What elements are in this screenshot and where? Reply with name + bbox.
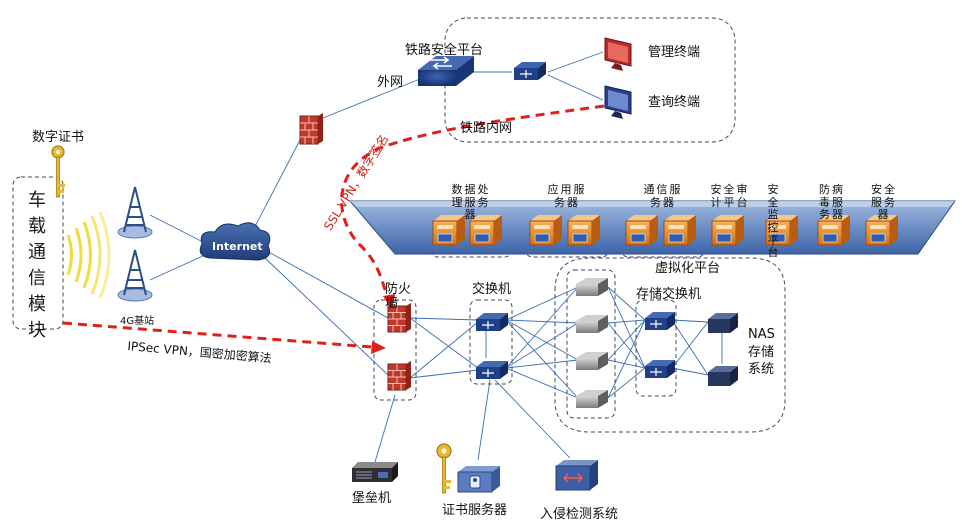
bastion-icon (352, 462, 398, 482)
switch-icon (645, 312, 675, 330)
signal-waves-icon (66, 211, 111, 299)
server-icon (711, 215, 744, 246)
internet-label: Internet (212, 240, 263, 253)
server-icon (625, 215, 658, 246)
storage-switch-label: 存储交换机 (636, 287, 702, 302)
server-icon (432, 215, 465, 246)
server-group-label: 安全监控平台 (767, 183, 781, 260)
ipsec-arrowhead (371, 341, 386, 354)
tower-icon (117, 186, 153, 239)
server-icon (865, 215, 898, 246)
firewall-icon (299, 113, 323, 145)
router-icon (418, 56, 474, 86)
server-icon (817, 215, 850, 246)
monitor-icon (604, 37, 632, 71)
railway-platform-label: 铁路安全平台 (405, 43, 484, 58)
inner-net-label: 铁路内网 (460, 121, 513, 136)
storage-icon (708, 313, 738, 333)
server-icon (567, 215, 600, 246)
connection-lines (149, 51, 723, 463)
base-station-label: 4G基站 (120, 316, 155, 327)
switch-icon (476, 313, 508, 331)
ids-label: 入侵检测系统 (540, 507, 619, 522)
switch-icon (476, 361, 508, 379)
banner-servers (432, 215, 898, 246)
cert-server-label: 证书服务器 (442, 503, 508, 518)
query-terminal-label: 查询终端 (648, 95, 701, 110)
secure-channel-paths (62, 104, 605, 349)
firewall-icon (387, 361, 411, 391)
bastion-label: 堡垒机 (352, 491, 392, 506)
tower-icon (117, 249, 153, 302)
server-group-label: 安全审计平台 (710, 183, 750, 209)
server-icon (469, 215, 502, 246)
server-icon (576, 278, 608, 296)
server-icon (457, 466, 500, 493)
monitor-icon (604, 85, 632, 119)
nas-label: NAS存储系统 (748, 327, 775, 378)
key-icon (51, 145, 65, 198)
mgmt-terminal-label: 管理终端 (648, 45, 701, 60)
firewall-label: 防火墙 (385, 282, 412, 312)
firewall-icon (387, 303, 411, 333)
virtual-platform-label: 虚拟化平台 (655, 261, 721, 276)
key-icon (436, 443, 452, 494)
server-group-label: 数据处理服务器 (451, 183, 491, 222)
server-icon (765, 215, 798, 246)
switch-label: 交换机 (472, 282, 512, 297)
digital-cert-label: 数字证书 (32, 130, 85, 145)
vehicle-module-label: 车载通信模块 (28, 190, 46, 342)
switch-icon (645, 360, 675, 378)
outer-net-label: 外网 (377, 75, 404, 90)
server-group-label: 防病毒服务器 (819, 183, 845, 222)
cloud-icon (199, 222, 271, 261)
server-group-label: 通信服务器 (643, 183, 683, 209)
switch-icon (514, 62, 546, 80)
ids-icon (555, 460, 598, 491)
server-icon (663, 215, 696, 246)
storage-icon (708, 366, 738, 386)
server-group-label: 应用服务器 (547, 183, 587, 209)
server-icon (576, 352, 608, 370)
server-icon (529, 215, 562, 246)
server-icon (576, 315, 608, 333)
server-icon (576, 390, 608, 408)
server-group-label: 安全服务器 (871, 183, 897, 222)
